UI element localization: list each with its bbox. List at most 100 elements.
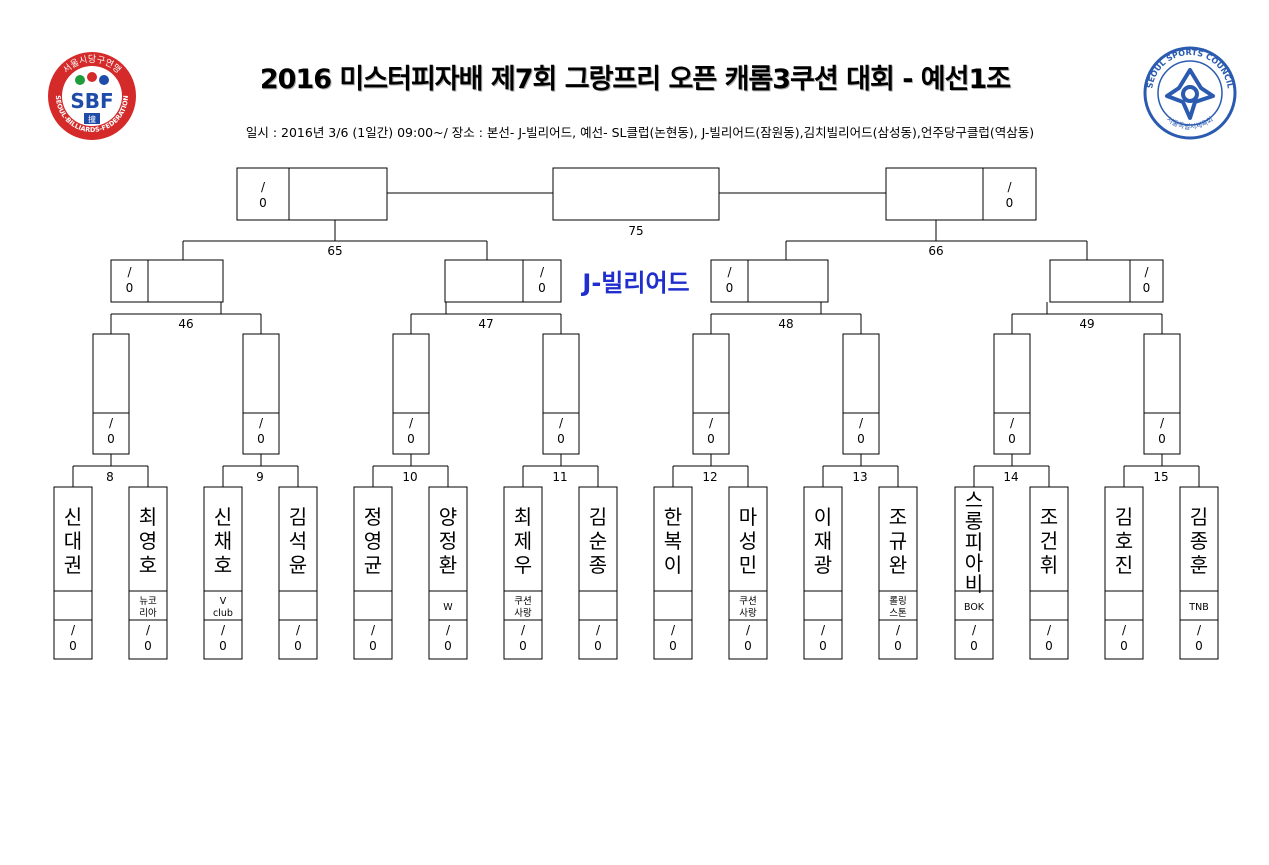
player-score-box: [728, 619, 768, 660]
match-number: 11: [552, 470, 567, 484]
player-club-text: W: [443, 602, 453, 613]
player-score-box: [278, 619, 318, 660]
round1-box: [993, 333, 1031, 455]
player-name-char: 순: [589, 529, 607, 553]
sbf-logo: 서울시당구연맹 SEOUL-BILLIARDS-FEDERATION SBF 撞: [48, 52, 136, 140]
player-score-slash: /: [972, 623, 977, 637]
player-name-char: 권: [64, 553, 82, 577]
player-name-char: 종: [1190, 529, 1208, 553]
player-score-box: [1104, 619, 1144, 660]
player-club-box: [203, 590, 243, 621]
player-name-char: 재: [814, 529, 832, 553]
player-club-box: [353, 590, 393, 621]
player-name-char: 조: [1040, 505, 1058, 529]
player-club-box: [128, 590, 168, 621]
player-score-zero: 0: [219, 639, 227, 653]
player-name-char: 최: [139, 505, 157, 529]
player-name-box: [503, 486, 543, 592]
round1-score-slash: /: [709, 416, 714, 430]
player-score-zero: 0: [519, 639, 527, 653]
player-name-char: 호: [139, 553, 157, 577]
player-name-char: 정: [364, 505, 382, 529]
player-name-char: 복: [664, 529, 682, 553]
player-club-text: 뉴코: [139, 596, 157, 607]
player-name-char: 건: [1040, 529, 1058, 553]
player-score-slash: /: [1047, 623, 1052, 637]
player-score-slash: /: [446, 623, 451, 637]
player-name-char: 마: [739, 505, 757, 529]
player-score-zero: 0: [894, 639, 902, 653]
player-score-box: [803, 619, 843, 660]
player-score-slash: /: [146, 623, 151, 637]
venue-label: J-빌리어드: [582, 269, 690, 297]
player-club-box: [53, 590, 93, 621]
round1-box: [242, 333, 280, 455]
player-name-char: 김: [589, 505, 607, 529]
player-club-box: [1104, 590, 1144, 621]
player-club-box: [954, 590, 994, 621]
player-club-box: [1029, 590, 1069, 621]
round1-score-zero: 0: [707, 432, 715, 446]
player-name-char: 최: [514, 505, 532, 529]
player-club-text: club: [213, 608, 233, 619]
player-name-char: 이: [814, 505, 832, 529]
player-name-box: [954, 486, 994, 592]
match-number: 47: [478, 317, 493, 331]
player-name-char: 대: [64, 529, 82, 553]
match-number: 48: [778, 317, 793, 331]
match-number: 13: [852, 470, 867, 484]
player-name-char: 정: [439, 529, 457, 553]
player-score-box: [954, 619, 994, 660]
quarter-score-zero: 0: [726, 281, 734, 295]
match-number: 46: [178, 317, 193, 331]
player-score-box: [1179, 619, 1219, 660]
sbf-badge-text: 撞: [88, 114, 96, 124]
player-score-slash: /: [71, 623, 76, 637]
quarter-score-zero: 0: [538, 281, 546, 295]
player-name-char: 호: [1115, 529, 1133, 553]
player-name-box: [578, 486, 618, 592]
round1-box: [542, 333, 580, 455]
player-club-text: 사랑: [514, 607, 532, 619]
player-name-box: [203, 486, 243, 592]
match-number: 66: [928, 244, 943, 258]
player-score-slash: /: [521, 623, 526, 637]
match-number: 9: [256, 470, 264, 484]
round1-score-slash: /: [1160, 416, 1165, 430]
player-score-slash: /: [596, 623, 601, 637]
event-info: 일시 : 2016년 3/6 (1일간) 09:00~/ 장소 : 본선- J-…: [245, 125, 1035, 140]
player-score-zero: 0: [744, 639, 752, 653]
round1-box: [692, 333, 730, 455]
semi-score-zero: 0: [1006, 196, 1014, 210]
player-score-zero: 0: [444, 639, 452, 653]
player-club-box: [278, 590, 318, 621]
quarter-score-slash: /: [127, 265, 132, 279]
player-name-char: 종: [589, 553, 607, 577]
round1-score-slash: /: [1010, 416, 1015, 430]
player-name-box: [728, 486, 768, 592]
player-name-char: 광: [814, 553, 832, 577]
player-name-box: [803, 486, 843, 592]
player-club-box: [878, 590, 918, 621]
player-score-box: [653, 619, 693, 660]
player-name-char: 김: [1115, 505, 1133, 529]
player-score-zero: 0: [594, 639, 602, 653]
player-score-slash: /: [896, 623, 901, 637]
player-name-char: 채: [214, 529, 232, 553]
semi-box: [236, 167, 388, 221]
semi-box: [885, 167, 1037, 221]
player-score-box: [578, 619, 618, 660]
player-score-box: [1029, 619, 1069, 660]
player-score-slash: /: [221, 623, 226, 637]
round1-score-zero: 0: [107, 432, 115, 446]
player-name-char: 신: [214, 505, 232, 529]
player-name-char: 비: [965, 572, 983, 596]
player-name-char: 피: [965, 530, 983, 554]
player-name-box: [1104, 486, 1144, 592]
player-club-box: [728, 590, 768, 621]
player-club-text: 리아: [139, 608, 157, 619]
quarter-score-slash: /: [1144, 265, 1149, 279]
quarter-box: [444, 259, 562, 303]
round1-score-zero: 0: [407, 432, 415, 446]
player-score-box: [878, 619, 918, 660]
